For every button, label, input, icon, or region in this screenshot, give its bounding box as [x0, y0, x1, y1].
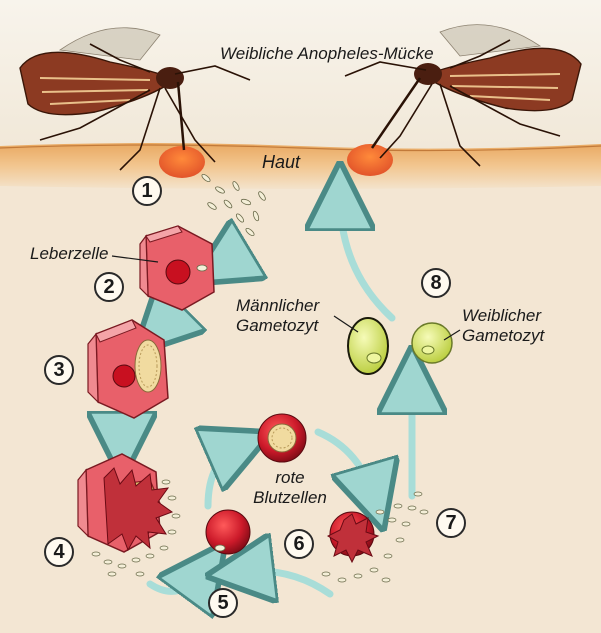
step-1-badge: 1 [132, 176, 162, 206]
step-3-badge: 3 [44, 355, 74, 385]
mosquito-label: Weibliche Anopheles-Mücke [220, 44, 434, 63]
step-2-badge: 2 [94, 272, 124, 302]
mosquito-left [19, 27, 251, 171]
bite-spot-right [347, 144, 393, 176]
step-7-badge: 7 [436, 508, 466, 538]
step-6-badge: 6 [284, 529, 314, 559]
step-4-badge: 4 [44, 537, 74, 567]
rbc-bursting [321, 491, 429, 583]
mosquito-right [344, 24, 582, 167]
label-leaders [111, 255, 461, 341]
liver-cell-stage-4 [77, 453, 181, 577]
rbc-infected [205, 509, 251, 555]
red-blood-cells-label: rote Blutzellen [253, 468, 327, 507]
liver-cell-label: Leberzelle [30, 244, 109, 263]
female-gametocyte-label: Weiblicher Gametozyt [462, 306, 545, 345]
step-5-badge: 5 [208, 588, 238, 618]
step-8-badge: 8 [421, 268, 451, 298]
liver-cell-stage-2 [139, 225, 215, 311]
liver-cell-stage-3 [87, 319, 169, 419]
female-gametocyte [411, 322, 453, 364]
male-gametocyte-label: Männlicher Gametozyt [236, 296, 320, 335]
rbc-with-schizont [257, 413, 307, 463]
bite-spot-left [159, 146, 205, 178]
skin-label: Haut [262, 152, 301, 172]
cycle-arrows [122, 196, 412, 594]
